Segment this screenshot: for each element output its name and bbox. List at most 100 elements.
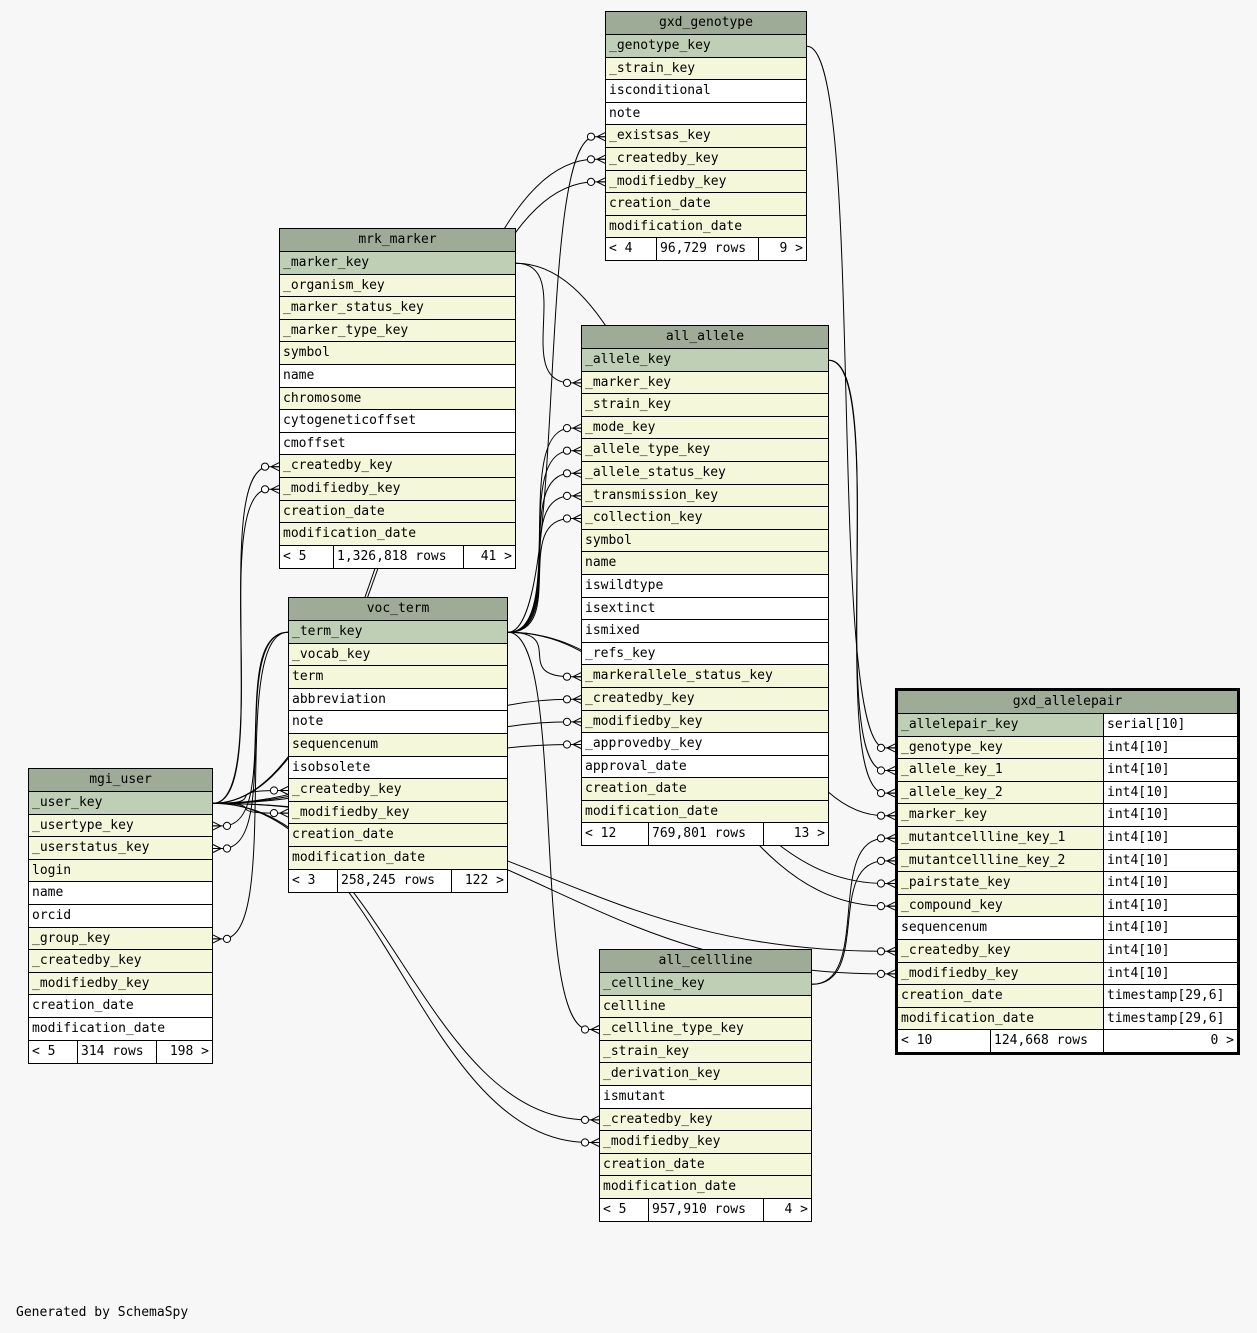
- table-mgi-user[interactable]: mgi_user_user_key_usertype_key_userstatu…: [28, 768, 213, 1064]
- row-count[interactable]: 124,668 rows: [990, 1030, 1103, 1053]
- table-column-row[interactable]: _createdby_key: [280, 455, 515, 478]
- row-count[interactable]: 957,910 rows: [648, 1198, 763, 1221]
- table-title[interactable]: gxd_allelepair: [898, 691, 1237, 714]
- table-column-row[interactable]: modification_date: [29, 1017, 212, 1041]
- table-column-row[interactable]: _userstatus_key: [29, 837, 212, 860]
- table-title[interactable]: mgi_user: [29, 769, 212, 792]
- table-column-row[interactable]: term: [289, 666, 507, 689]
- table-title[interactable]: all_cellline: [600, 950, 811, 973]
- table-column-row[interactable]: _mode_key: [582, 416, 828, 440]
- parents-count[interactable]: < 10: [901, 1033, 933, 1049]
- table-column-row[interactable]: approval_date: [582, 755, 828, 779]
- children-count[interactable]: 0 >: [1103, 1030, 1237, 1053]
- table-column-row[interactable]: _modifiedby_key: [280, 477, 515, 501]
- table-column-row[interactable]: cytogeneticoffset: [280, 410, 515, 433]
- table-column-row[interactable]: _markerallele_status_key: [582, 665, 828, 688]
- children-count[interactable]: 9 >: [758, 238, 806, 261]
- table-column-row[interactable]: _createdby_key: [606, 147, 806, 171]
- children-count[interactable]: 41 >: [463, 545, 515, 568]
- table-column-row[interactable]: _approvedby_key: [582, 733, 828, 756]
- parents-count[interactable]: < 12: [585, 826, 617, 842]
- table-column-row[interactable]: _createdby_key: [29, 950, 212, 973]
- table-column-row[interactable]: _createdby_key: [289, 779, 507, 802]
- table-column-row[interactable]: _modifiedby_key: [289, 801, 507, 825]
- table-column-row[interactable]: _group_key: [29, 927, 212, 951]
- table-title[interactable]: gxd_genotype: [606, 12, 806, 35]
- table-column-row[interactable]: creation_date: [600, 1153, 811, 1177]
- table-column-row[interactable]: _allele_key: [582, 349, 828, 372]
- parents-count[interactable]: < 5: [32, 1043, 56, 1059]
- table-column-row[interactable]: _derivation_key: [600, 1063, 811, 1086]
- table-title[interactable]: mrk_marker: [280, 229, 515, 252]
- table-column-row[interactable]: symbol: [582, 529, 828, 553]
- table-column-row[interactable]: modification_date: [600, 1176, 811, 1199]
- children-count[interactable]: 13 >: [763, 823, 828, 846]
- parents-count[interactable]: < 3: [292, 872, 316, 888]
- children-count[interactable]: 4 >: [763, 1198, 811, 1221]
- table-column-row[interactable]: _marker_key: [582, 371, 828, 395]
- table-column-row[interactable]: symbol: [280, 342, 515, 365]
- table-title[interactable]: all_allele: [582, 326, 828, 349]
- table-column-row[interactable]: _term_key: [289, 621, 507, 644]
- table-column-row[interactable]: creation_date: [582, 778, 828, 801]
- table-column-row[interactable]: _marker_status_key: [280, 297, 515, 320]
- table-column-row[interactable]: ismixed: [582, 620, 828, 643]
- parents-count[interactable]: < 5: [603, 1201, 627, 1217]
- table-column-row[interactable]: creation_date: [29, 995, 212, 1018]
- table-column-row[interactable]: _organism_key: [280, 274, 515, 298]
- table-column-row[interactable]: _allele_type_key: [582, 439, 828, 462]
- table-column-row[interactable]: _strain_key: [606, 57, 806, 81]
- table-column-row[interactable]: _usertype_key: [29, 814, 212, 838]
- table-column-row[interactable]: sequencenum: [289, 733, 507, 757]
- table-column-row[interactable]: _marker_type_key: [280, 319, 515, 343]
- table-column-row[interactable]: name: [280, 364, 515, 388]
- table-column-row[interactable]: name: [29, 882, 212, 905]
- row-count[interactable]: 1,326,818 rows: [333, 545, 463, 568]
- table-column-row[interactable]: _cellline_type_key: [600, 1018, 811, 1041]
- table-column-row[interactable]: _existsas_key: [606, 125, 806, 148]
- row-count[interactable]: 769,801 rows: [648, 823, 763, 846]
- table-column-row[interactable]: note: [606, 102, 806, 126]
- table-column-row[interactable]: modification_date: [606, 215, 806, 239]
- table-column-row[interactable]: _modifiedby_key: [29, 972, 212, 996]
- table-column-row[interactable]: _strain_key: [582, 394, 828, 417]
- table-column-row[interactable]: _vocab_key: [289, 643, 507, 667]
- table-title[interactable]: voc_term: [289, 598, 507, 621]
- table-column-row[interactable]: cellline: [600, 995, 811, 1019]
- table-column-row[interactable]: cmoffset: [280, 432, 515, 456]
- table-column-row[interactable]: _genotype_key: [606, 35, 806, 58]
- table-column-row[interactable]: iswildtype: [582, 574, 828, 598]
- table-mrk-marker[interactable]: mrk_marker_marker_key_organism_key_marke…: [279, 228, 516, 569]
- table-column-row[interactable]: _strain_key: [600, 1040, 811, 1064]
- table-column-row[interactable]: _modifiedby_key: [600, 1131, 811, 1154]
- parents-count[interactable]: < 5: [283, 548, 307, 564]
- table-column-row[interactable]: _modifiedby_key: [606, 170, 806, 194]
- table-column-row[interactable]: name: [582, 552, 828, 575]
- table-column-row[interactable]: _refs_key: [582, 642, 828, 666]
- table-column-row[interactable]: chromosome: [280, 387, 515, 411]
- row-count[interactable]: 258,245 rows: [337, 869, 451, 892]
- table-column-row[interactable]: modification_date: [280, 523, 515, 546]
- table-column-row[interactable]: creation_date: [289, 824, 507, 847]
- table-column-row[interactable]: creation_date: [280, 500, 515, 524]
- table-column-row[interactable]: note: [289, 711, 507, 734]
- table-column-row[interactable]: _marker_key: [280, 252, 515, 275]
- table-column-row[interactable]: isconditional: [606, 80, 806, 103]
- table-column-row[interactable]: _transmission_key: [582, 484, 828, 508]
